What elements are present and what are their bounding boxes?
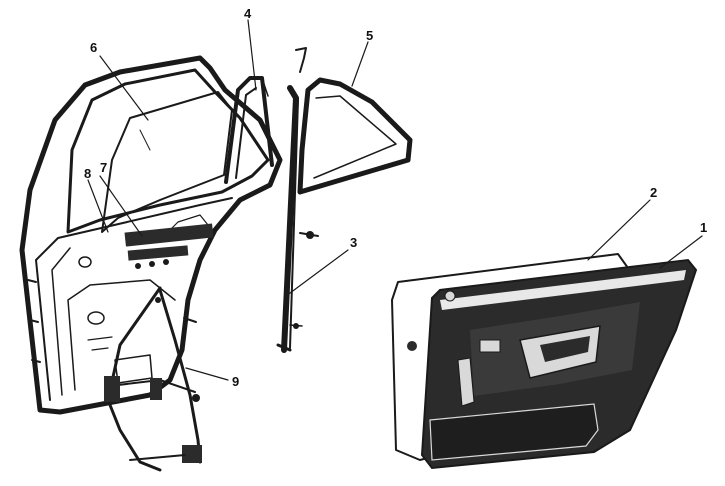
- callout-9: 9: [232, 374, 239, 389]
- callout-2: 2: [650, 185, 657, 200]
- callout-6: 6: [90, 40, 97, 55]
- window-guide-frame: [224, 76, 274, 184]
- glass-channel: [124, 223, 214, 269]
- callout-8: 8: [84, 166, 91, 181]
- rear-glass-channel: [276, 47, 319, 353]
- leader-lines: [87, 19, 703, 381]
- callout-3: 3: [350, 235, 357, 250]
- callout-5: 5: [366, 28, 373, 43]
- callout-labels: 1 2 3 4 5 6 7 8 9: [84, 6, 707, 389]
- callout-1: 1: [700, 220, 707, 235]
- callout-7: 7: [100, 160, 107, 175]
- door-trim-panel: [391, 253, 698, 470]
- fixed-quarter-glass: [297, 77, 413, 195]
- window-regulator: [104, 286, 202, 472]
- door-shell: [19, 55, 283, 415]
- door-glass: [101, 91, 233, 233]
- callout-4: 4: [244, 6, 252, 21]
